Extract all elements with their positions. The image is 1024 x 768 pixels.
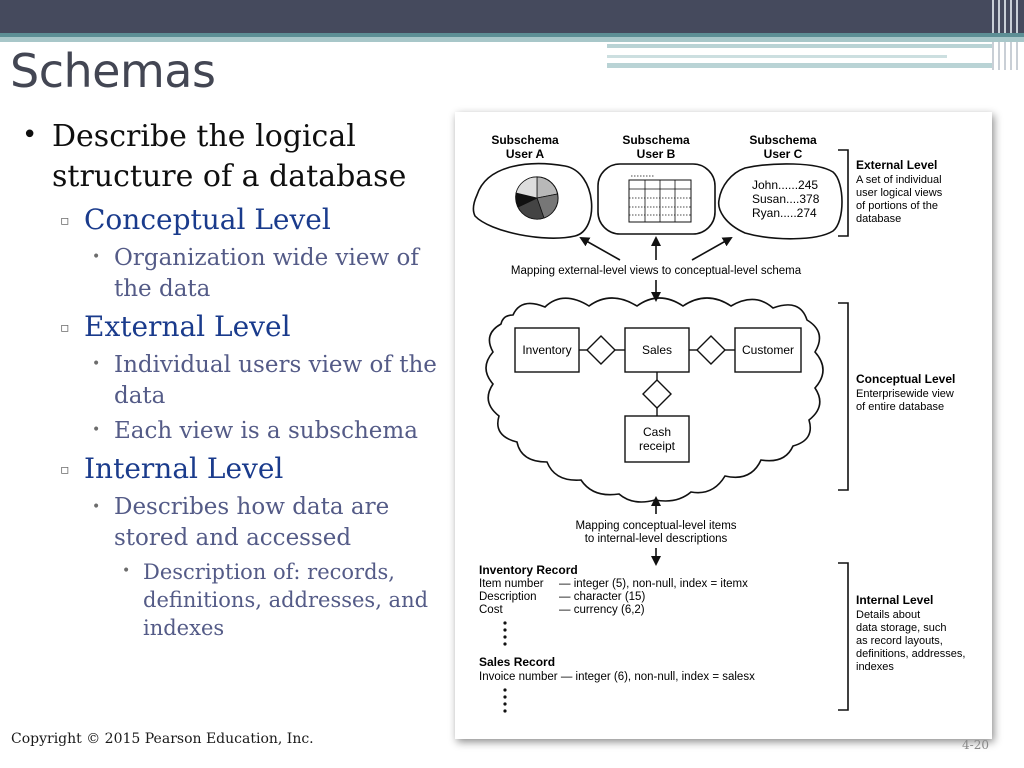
- header-band: [0, 37, 1024, 42]
- header-accent-line: [607, 63, 992, 68]
- bullet-marker: ▫: [60, 462, 70, 478]
- subschema-b-label: Subschema: [622, 133, 690, 147]
- mapping-internal-label: Mapping conceptual-level items: [575, 520, 736, 532]
- bullet-text: definitions, addresses, and: [143, 588, 429, 612]
- bullet-marker: •: [22, 120, 38, 150]
- mapping-arrow: [691, 237, 733, 261]
- conceptual-level-title: Conceptual Level: [856, 372, 955, 386]
- bullet-marker: •: [92, 499, 101, 515]
- subschema-a-user: User A: [506, 147, 545, 161]
- bullet-marker: •: [92, 249, 101, 265]
- bullet-text: Individual users view of the: [114, 352, 437, 378]
- user-c-view-shape: [717, 163, 843, 240]
- bullet-text: indexes: [143, 616, 225, 640]
- entity-sales-box: [624, 327, 690, 373]
- user-c-record: Susan....378: [752, 192, 820, 206]
- user-c-record: Ryan.....274: [752, 206, 817, 220]
- entity-cash-receipt-box: [624, 415, 690, 463]
- internal-level-desc: as record layouts,: [856, 635, 943, 647]
- bullet-text: Organization wide view of: [114, 245, 419, 271]
- bullet-marker: •: [92, 422, 101, 438]
- conceptual-level-bracket: [838, 302, 849, 491]
- conceptual-cloud-shape: [485, 297, 824, 503]
- table-grid-icon: [628, 175, 692, 223]
- bullet-text: Each view is a subschema: [114, 418, 418, 444]
- pie-chart-icon: [515, 176, 559, 220]
- user-a-view-shape: [472, 162, 593, 239]
- conceptual-level-desc: Enterprisewide view: [856, 388, 954, 400]
- external-level-bracket: [838, 149, 849, 237]
- bullet-text: the data: [114, 276, 211, 302]
- entity-cash-receipt-label: receipt: [639, 439, 676, 453]
- relationship-diamond: [696, 335, 726, 365]
- internal-level-bracket: [838, 562, 849, 711]
- internal-level-title: Internal Level: [856, 593, 933, 607]
- relationship-diamond: [586, 335, 616, 365]
- record-field-name: Cost: [479, 604, 503, 616]
- record-field-name: Item number: [479, 578, 544, 590]
- ellipsis-dots: [503, 621, 507, 646]
- bullet-marker: •: [92, 356, 101, 372]
- internal-level-desc: indexes: [856, 661, 894, 673]
- internal-level-desc: Details about: [856, 609, 920, 621]
- mapping-arrow: [579, 237, 621, 261]
- bullet-text: data: [114, 383, 166, 409]
- subschema-c-label: Subschema: [749, 133, 817, 147]
- external-level-title: External Level: [856, 158, 937, 172]
- header-accent-line: [607, 55, 947, 58]
- record-field-desc: — character (15): [559, 591, 645, 603]
- bullet-text: stored and accessed: [114, 525, 352, 551]
- entity-sales-label: Sales: [642, 343, 672, 357]
- relationship-diamond: [642, 379, 672, 409]
- internal-level-desc: definitions, addresses,: [856, 648, 965, 660]
- external-level-desc: database: [856, 213, 901, 225]
- user-b-view-shape: [597, 163, 716, 235]
- entity-cash-receipt-label: Cash: [643, 425, 671, 439]
- copyright-text: Copyright © 2015 Pearson Education, Inc.: [11, 731, 314, 747]
- entity-customer-label: Customer: [742, 343, 794, 357]
- bullet-text: Internal Level: [84, 452, 284, 485]
- record-field-desc: — integer (5), non-null, index = itemx: [559, 578, 748, 590]
- user-c-record: John......245: [752, 178, 818, 192]
- bullet-marker: ▫: [60, 213, 70, 229]
- record-field-desc: — currency (6,2): [559, 604, 645, 616]
- bullet-text: structure of a database: [52, 159, 407, 194]
- schema-diagram: Subschema User A Subschema User B Subsch…: [455, 112, 992, 739]
- sales-record-title: Sales Record: [479, 655, 555, 669]
- ellipsis-dots: [503, 688, 507, 713]
- entity-customer-box: [734, 327, 802, 373]
- page-number: 4-20: [962, 738, 989, 752]
- record-field: Invoice number — integer (6), non-null, …: [479, 671, 755, 683]
- header-accent-line: [607, 44, 992, 48]
- bullet-marker: •: [122, 563, 131, 579]
- mapping-internal-label: to internal-level descriptions: [585, 533, 728, 545]
- header-bar: [0, 0, 1024, 33]
- subschema-c-user: User C: [764, 147, 803, 161]
- external-level-desc: of portions of the: [856, 200, 938, 212]
- internal-level-desc: data storage, such: [856, 622, 947, 634]
- slide-title: Schemas: [10, 44, 216, 98]
- bullet-text: Describes how data are: [114, 494, 390, 520]
- bullet-text: Description of: records,: [143, 560, 395, 584]
- inventory-record-title: Inventory Record: [479, 563, 578, 577]
- record-field-name: Description: [479, 591, 537, 603]
- entity-inventory-box: [514, 327, 580, 373]
- bullet-text: External Level: [84, 310, 291, 343]
- mapping-external-label: Mapping external-level views to conceptu…: [511, 265, 802, 277]
- bullet-marker: ▫: [60, 320, 70, 336]
- entity-inventory-label: Inventory: [522, 343, 571, 357]
- external-level-desc: user logical views: [856, 187, 943, 199]
- external-level-desc: A set of individual: [856, 174, 942, 186]
- bullet-text: Conceptual Level: [84, 203, 331, 236]
- subschema-a-label: Subschema: [491, 133, 559, 147]
- schema-diagram-svg: Subschema User A Subschema User B Subsch…: [472, 133, 965, 713]
- subschema-b-user: User B: [637, 147, 676, 161]
- bullet-text: Describe the logical: [52, 119, 356, 154]
- conceptual-level-desc: of entire database: [856, 401, 944, 413]
- header-band: [0, 33, 1024, 37]
